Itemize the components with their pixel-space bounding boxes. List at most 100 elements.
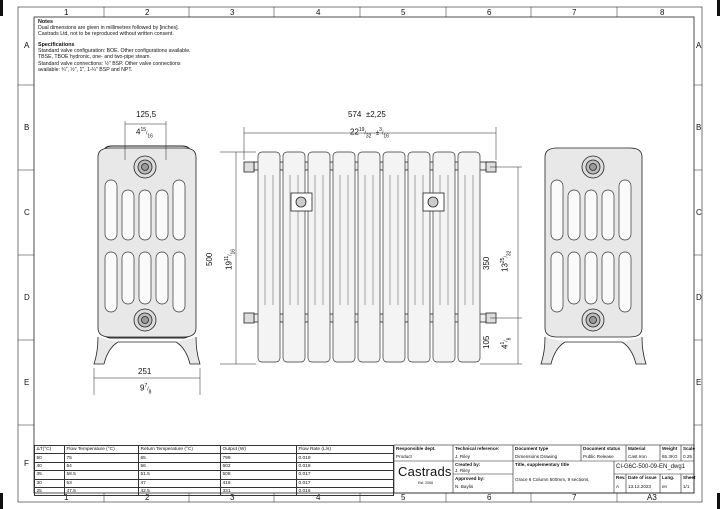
material-label: Material — [628, 446, 646, 451]
table-cell: 42.5 — [138, 486, 221, 497]
table-row: 35 58.5 51.5 508 0.017 — [34, 470, 394, 480]
drawing-title: Grace 6 Column 500mm, 9 sections, — [515, 477, 590, 482]
technical-ref: J. Riley — [455, 454, 471, 459]
table-cell: 602 — [220, 461, 297, 472]
table-cell: 58.5 — [64, 470, 139, 480]
corner-mark — [717, 0, 720, 16]
zone-col-2-bottom: 2 — [145, 493, 150, 502]
created-by-label: Created by: — [455, 462, 481, 467]
zone-col-5-bottom: 5 — [401, 493, 406, 502]
table-row: 40 64 56 602 0.018 — [34, 461, 394, 472]
table-header: Return Temperature (°C) — [138, 444, 221, 455]
table-cell: 64 — [64, 461, 139, 472]
zone-col-3: 3 — [230, 8, 235, 17]
rev-label: Rev. — [616, 475, 626, 480]
sheet-number: 1/1 — [683, 484, 690, 489]
zone-row-a: A — [24, 41, 30, 50]
table-cell: 0.018 — [296, 461, 394, 472]
table-cell: 30 — [34, 478, 65, 488]
side-view-left — [93, 145, 201, 365]
table-cell: 331 — [220, 486, 297, 497]
side-depth-mm: 125,5 — [136, 110, 157, 119]
spec-line: Standard valve connections: ½" BSP. Othe… — [38, 60, 181, 67]
table-cell: 47 — [138, 478, 221, 488]
sheet-size: A3 — [647, 493, 657, 502]
doc-type: Dimensions Drawing — [515, 454, 558, 459]
width-in: 2219/32 ±3/16 — [350, 127, 389, 140]
company-logo: Castrads — [398, 464, 452, 479]
spec-line: Standard valve configuration: BOE. Other… — [38, 48, 191, 55]
table-cell: 0.017 — [296, 470, 394, 480]
table-cell: 508 — [220, 470, 297, 480]
language: en — [662, 484, 668, 489]
side-depth-in: 415/16 — [136, 127, 153, 140]
table-row: 25 47.5 42.5 331 0.016 — [34, 486, 394, 497]
title-block-grid — [393, 444, 695, 494]
table-cell: 35 — [34, 470, 65, 480]
zone-col-4-bottom: 4 — [316, 493, 321, 502]
height-mm: 500 — [205, 252, 214, 266]
table-cell: 418 — [220, 478, 297, 488]
notes-line: Dual dimensions are given in millimetres… — [38, 25, 179, 32]
zone-row-c-right: C — [696, 208, 702, 217]
approved-by: N. Baylis — [455, 484, 474, 489]
corner-mark — [0, 493, 3, 509]
issue-date: 13.12.2023 — [628, 484, 651, 489]
responsible-dept: Product — [396, 454, 412, 459]
weight-label: Weight — [662, 446, 678, 451]
zone-row-f: F — [24, 459, 29, 468]
notes-block: Notes Dual dimensions are given in milli… — [38, 19, 298, 73]
table-cell: 799 — [220, 453, 297, 463]
table-header: Flow Rate (L/s) — [296, 444, 394, 455]
centers-in: 1325/32 — [500, 250, 513, 272]
table-row: 50 75 65 799 0.019 — [34, 453, 394, 463]
side-dim-lines — [93, 121, 201, 395]
notes-heading: Notes — [38, 19, 53, 25]
centers-mm: 350 — [482, 256, 491, 270]
scale-label: Scale — [683, 446, 696, 451]
table-cell: 75 — [64, 453, 139, 463]
table-row: 30 53 47 418 0.017 — [34, 478, 394, 488]
zone-col-2: 2 — [145, 8, 150, 17]
date-label: Date of issue — [628, 475, 657, 480]
table-cell: 50 — [34, 453, 65, 463]
spec-line: TBSE, TBOE hydronic, one- and two-pipe s… — [38, 54, 151, 61]
front-view — [243, 151, 497, 363]
doc-type-label: Document type — [515, 446, 549, 451]
front-dim-lines — [220, 127, 522, 365]
zone-row-d-right: D — [696, 293, 702, 302]
zone-col-1-bottom: 1 — [64, 493, 69, 502]
doc-status: Public Release — [583, 454, 614, 459]
company-est: Est. 2006 — [418, 481, 434, 485]
height-in: 1911/16 — [224, 248, 237, 270]
title-label: Title, supplementary title — [515, 462, 570, 467]
zone-row-b-right: B — [696, 123, 702, 132]
zone-row-b: B — [24, 123, 30, 132]
zone-col-4: 4 — [316, 8, 321, 17]
created-by: J. Riley — [455, 468, 471, 473]
table-cell: 51.5 — [138, 470, 221, 480]
drawing-number: CI-G6C-500-09-EN_dwg1 — [616, 464, 686, 470]
side-view-right — [540, 147, 647, 365]
zone-row-d: D — [24, 293, 30, 302]
notes-line: Castrads Ltd, not to be reproduced witho… — [38, 31, 174, 38]
zone-row-c: C — [24, 208, 30, 217]
foot-width-in: 97/8 — [140, 383, 152, 396]
floor-height-mm: 105 — [482, 335, 491, 349]
table-header: ΔT(°C) — [34, 444, 65, 455]
foot-width-mm: 251 — [138, 367, 152, 376]
floor-height-in: 41/8 — [500, 337, 513, 349]
table-header-row: ΔT(°C) Flow Temperature (°C) Return Temp… — [34, 444, 394, 455]
zone-col-6: 6 — [487, 8, 492, 17]
approved-by-label: Approved by: — [455, 476, 485, 481]
performance-table: ΔT(°C) Flow Temperature (°C) Return Temp… — [34, 444, 394, 497]
sheet-label: Sheet — [683, 475, 696, 480]
table-cell: 25 — [34, 486, 65, 497]
zone-col-7: 7 — [572, 8, 577, 17]
spec-line: available: ¾", ½", 1", 1-¼" BSP and NPT. — [38, 66, 133, 73]
table-cell: 47.5 — [64, 486, 139, 497]
table-cell: 0.019 — [296, 453, 394, 463]
table-cell: 65 — [138, 453, 221, 463]
